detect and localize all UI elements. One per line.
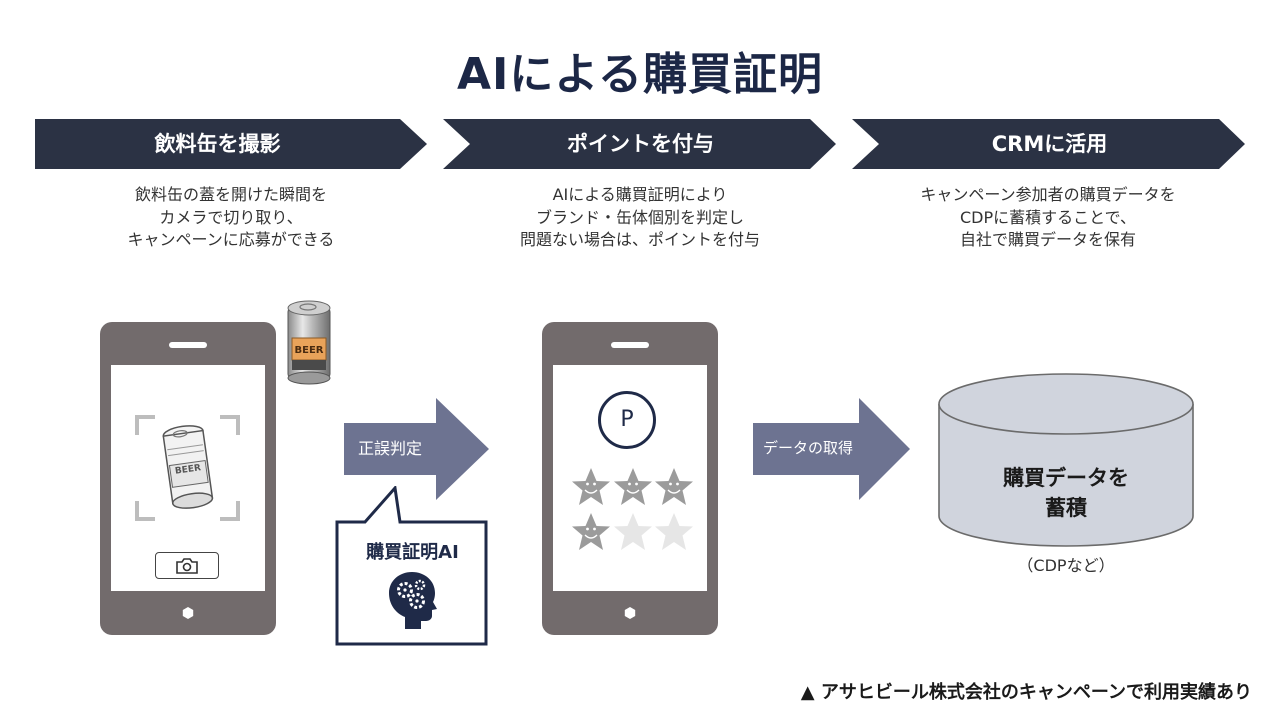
phone-speaker bbox=[611, 342, 649, 348]
home-button[interactable] bbox=[182, 607, 194, 619]
database-label-line-2: 蓄積 bbox=[1045, 496, 1087, 520]
arrow-data-acquisition-label: データの取得 bbox=[762, 439, 853, 457]
beer-can-icon bbox=[162, 425, 214, 509]
viewfinder-frame bbox=[135, 415, 240, 521]
step-banner-2: ポイントを付与 bbox=[443, 119, 836, 169]
arrow-data-acquisition bbox=[753, 398, 910, 500]
ai-box-label: 購買証明AI bbox=[366, 542, 459, 563]
step-desc-1: 飲料缶の蓋を開けた瞬間を カメラで切り取り、 キャンペーンに応募ができる bbox=[36, 184, 426, 252]
phone-screen: P bbox=[553, 365, 707, 591]
footer-note: ▲ アサヒビール株式会社のキャンペーンで利用実績あり bbox=[800, 682, 1252, 703]
empty-star-icon bbox=[614, 513, 693, 550]
step-desc-2: AIによる購買証明により ブランド・缶体個別を判定し 問題ない場合は、ポイントを… bbox=[445, 184, 835, 252]
star-rating bbox=[572, 468, 693, 550]
database-cylinder-icon bbox=[938, 373, 1194, 547]
camera-icon bbox=[176, 558, 198, 574]
step-desc-1-line-1: 飲料缶の蓋を開けた瞬間を bbox=[134, 185, 327, 204]
step-label-2: ポイントを付与 bbox=[567, 132, 714, 156]
step-banner-3: CRMに活用 bbox=[852, 119, 1245, 169]
phone-points: P bbox=[542, 322, 718, 635]
phone-camera: BEER bbox=[100, 322, 276, 635]
phone-screen: BEER bbox=[111, 365, 265, 591]
arrow-judgement-label: 正誤判定 bbox=[357, 439, 422, 458]
ai-speech-bubble bbox=[335, 486, 488, 646]
database-caption: （CDPなど） bbox=[1017, 556, 1115, 575]
home-button[interactable] bbox=[624, 607, 636, 619]
step-desc-3: キャンペーン参加者の購買データを CDPに蓄積することで、 自社で購買データを保… bbox=[853, 184, 1243, 252]
step-label-3: CRMに活用 bbox=[991, 132, 1108, 156]
camera-shutter-button[interactable] bbox=[155, 552, 219, 579]
can-photo-label: BEER bbox=[294, 345, 324, 356]
database-label-line-1: 購買データを bbox=[1003, 466, 1129, 490]
step-desc-2-line-1: AIによる購買証明により bbox=[552, 185, 728, 204]
step-desc-2-line-2: ブランド・缶体個別を判定し bbox=[535, 207, 744, 227]
step-label-1: 飲料缶を撮影 bbox=[154, 132, 281, 156]
database-label: 購買データを 蓄積 bbox=[941, 463, 1191, 523]
step-desc-1-line-2: カメラで切り取り、 bbox=[159, 207, 303, 227]
step-desc-2-line-3: 問題ない場合は、ポイントを付与 bbox=[519, 230, 760, 249]
step-desc-3-line-2: CDPに蓄積することで、 bbox=[959, 207, 1137, 227]
ai-head-gear-icon bbox=[389, 572, 437, 629]
step-desc-3-line-1: キャンペーン参加者の購買データを bbox=[920, 185, 1176, 204]
step-desc-3-line-3: 自社で購買データを保有 bbox=[959, 230, 1136, 249]
step-desc-1-line-3: キャンペーンに応募ができる bbox=[127, 230, 335, 249]
page-title: AIによる購買証明 bbox=[456, 49, 824, 100]
arrow-judgement bbox=[344, 398, 489, 500]
beer-can-photo-icon bbox=[287, 300, 331, 385]
phone-speaker bbox=[169, 342, 207, 348]
step-banner-1: 飲料缶を撮影 bbox=[35, 119, 427, 169]
point-badge: P bbox=[598, 391, 656, 449]
